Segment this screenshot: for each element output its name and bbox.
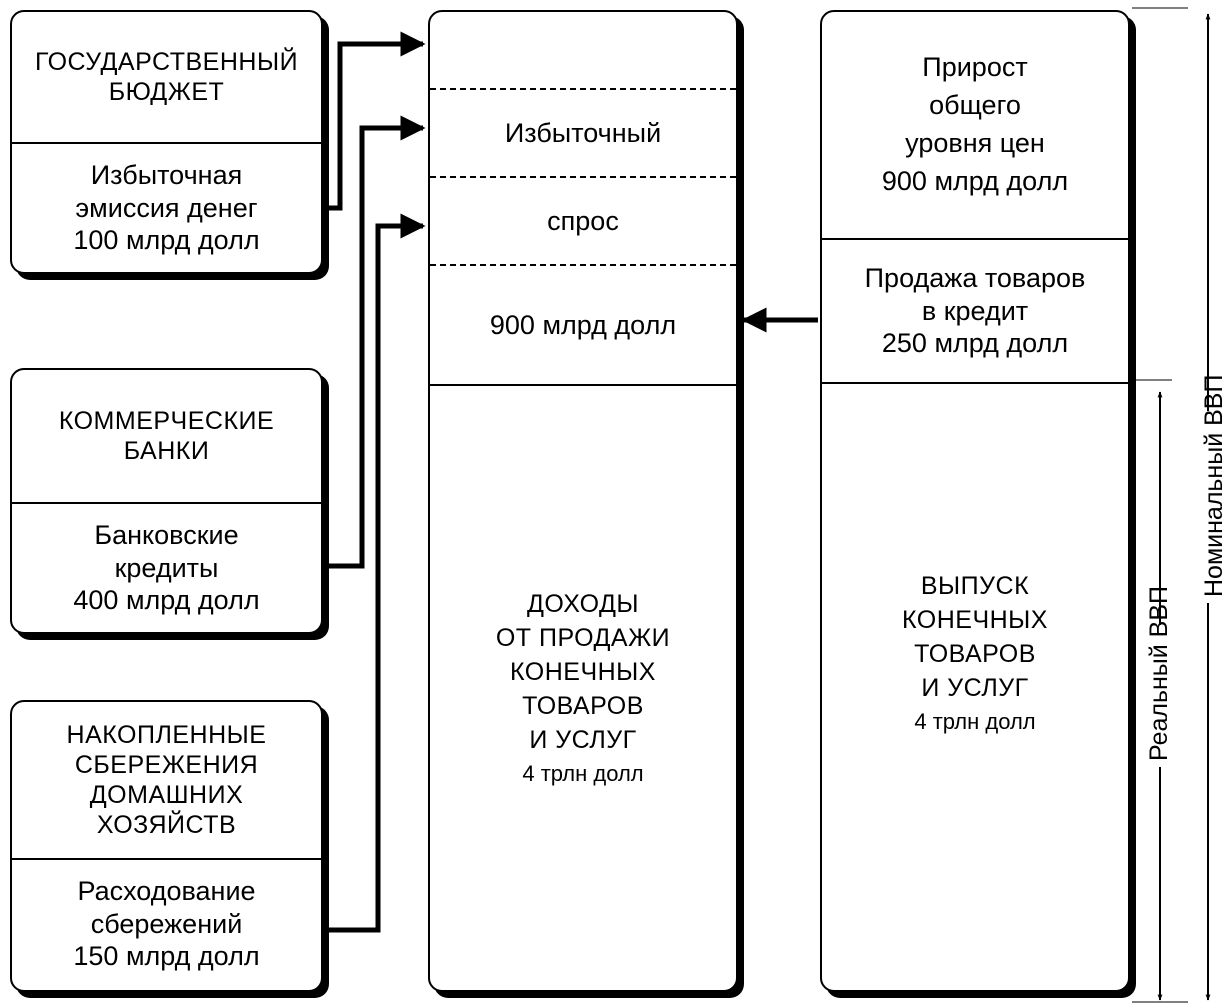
demand-solid-divider	[430, 384, 736, 386]
money-emission-text: Избыточная эмиссия денег 100 млрд долл	[73, 160, 260, 256]
demand-dash-divider-3	[430, 264, 736, 266]
budget-arrow	[325, 31, 426, 211]
commercial-banks-box: КОММЕРЧЕСКИЕ БАНКИ Банковские кредиты 40…	[10, 368, 323, 634]
price-growth-text: Прирост общего уровня цен 900 млрд долл	[881, 52, 1069, 196]
household-savings-divider	[12, 858, 321, 860]
nominal-gdp-label: Номинальный ВВП	[1199, 375, 1229, 603]
commercial-banks-divider	[12, 502, 321, 504]
savings-arrow	[325, 213, 426, 933]
sales-income-text: ДОХОДЫ ОТ ПРОДАЖИ КОНЕЧНЫХ ТОВАРОВ И УСЛ…	[495, 589, 671, 786]
banks-arrow	[325, 115, 426, 569]
household-savings-title: НАКОПЛЕННЫЕ СБЕРЕЖЕНИЯ ДОМАШНИХ ХОЗЯЙСТВ	[66, 721, 267, 839]
demand-dash-divider-2	[430, 176, 736, 178]
aggregate-demand-column: Избыточный спрос 900 млрд долл ДОХОДЫ ОТ…	[428, 10, 738, 992]
demand-dash-divider-1	[430, 88, 736, 90]
excess-demand-label-1: Избыточный	[504, 117, 662, 148]
household-savings-box: НАКОПЛЕННЫЕ СБЕРЕЖЕНИЯ ДОМАШНИХ ХОЗЯЙСТВ…	[10, 700, 323, 992]
state-budget-title: ГОСУДАРСТВЕННЫЙ БЮДЖЕТ	[34, 48, 299, 106]
aggregate-supply-column: Прирост общего уровня цен 900 млрд долл …	[820, 10, 1130, 992]
savings-spending-text: Расходование сбережений 150 млрд долл	[73, 876, 260, 972]
excess-demand-amount: 900 млрд долл	[489, 309, 677, 340]
state-budget-divider	[12, 142, 321, 144]
state-budget-box: ГОСУДАРСТВЕННЫЙ БЮДЖЕТ Избыточная эмисси…	[10, 10, 323, 274]
commercial-banks-title: КОММЕРЧЕСКИЕ БАНКИ	[58, 407, 275, 465]
real-gdp-label: Реальный ВВП	[1144, 586, 1174, 767]
final-output-text: ВЫПУСК КОНЕЧНЫХ ТОВАРОВ И УСЛУГ 4 трлн д…	[902, 571, 1048, 734]
bank-credits-text: Банковские кредиты 400 млрд долл	[73, 520, 260, 616]
excess-demand-label-2: спрос	[547, 205, 619, 236]
supply-divider-2	[822, 382, 1128, 384]
supply-divider-1	[822, 238, 1128, 240]
credit-sales-text: Продажа товаров в кредит 250 млрд долл	[864, 263, 1086, 359]
